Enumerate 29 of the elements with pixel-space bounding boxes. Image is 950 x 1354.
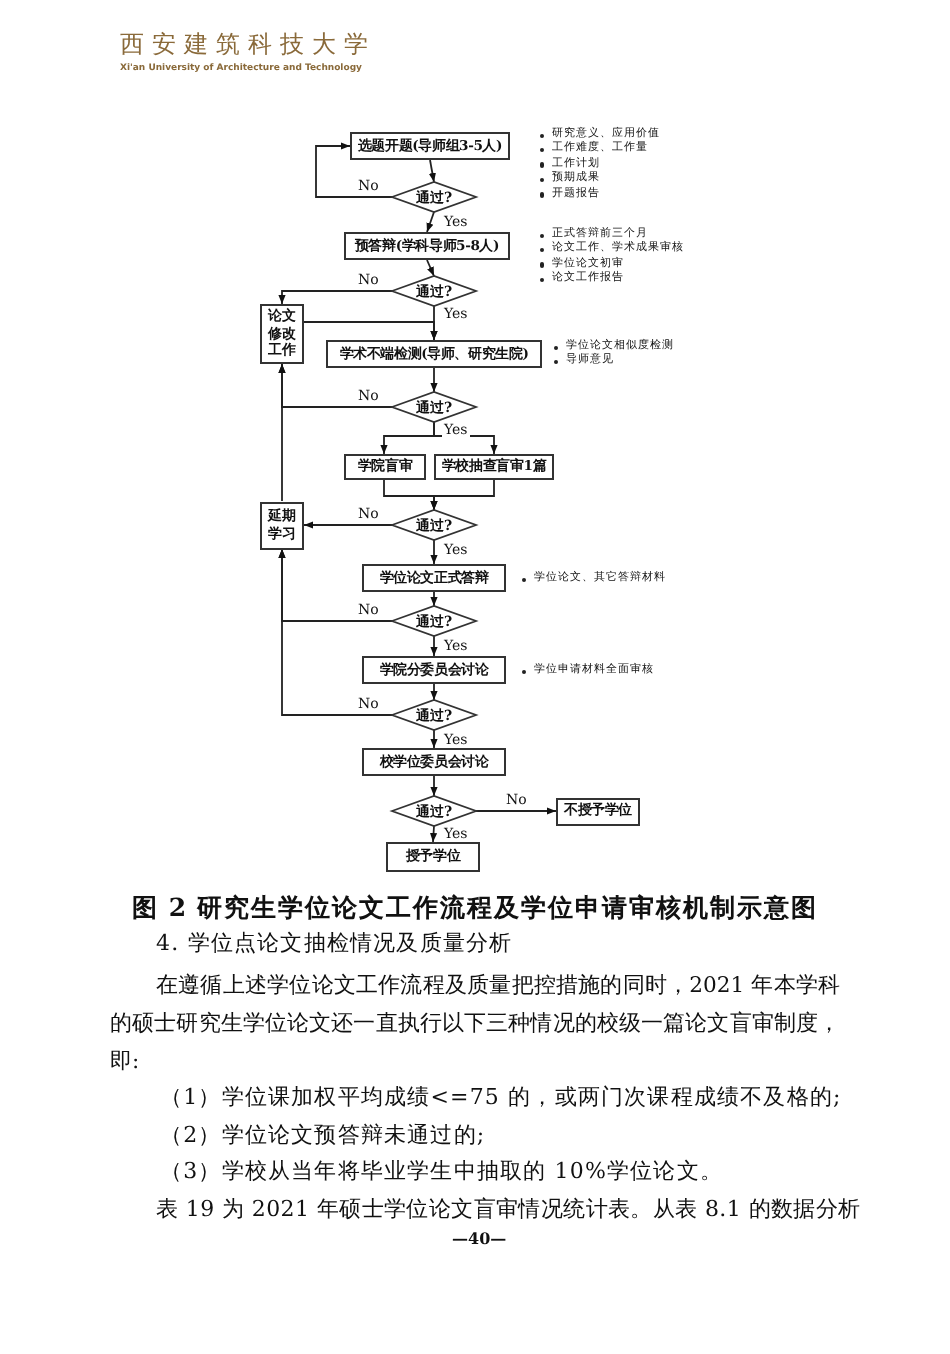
arrow [430, 539, 438, 565]
arrow [278, 290, 393, 305]
arrow [303, 521, 393, 529]
arrow [315, 142, 393, 198]
paragraph: 表 19 为 2021 年硕士学位论文盲审情况统计表。从表 8.1 的数据分析 [156, 1194, 861, 1224]
arrow [475, 807, 557, 815]
arrow [430, 635, 438, 657]
arrow [278, 548, 393, 716]
arrow [430, 729, 438, 749]
arrow [278, 363, 286, 502]
list-item: （3）学校从当年将毕业学生中抽取的 10%学位论文。 [160, 1156, 724, 1186]
arrow [428, 159, 436, 183]
arrow [303, 321, 438, 341]
arrow [429, 825, 438, 843]
university-name: 西安建筑科技大学 [120, 28, 376, 62]
arrow [430, 479, 495, 511]
arrow [430, 775, 438, 797]
arrow [433, 421, 498, 455]
arrow [430, 591, 438, 607]
list-item: （2）学位论文预答辩未通过的; [160, 1120, 486, 1150]
page-number: —40— [452, 1228, 507, 1248]
section-heading: 4. 学位点论文抽检情况及质量分析 [156, 928, 513, 958]
paragraph: 在遵循上述学位论文工作流程及质量把控措施的同时，2021 年本学科的硕士研究生学位论文还一直执行以下三种情况的校级一篇论文盲审制度，即: [110, 970, 840, 1078]
arrow [430, 683, 438, 701]
list-item: （1）学位课加权平均成绩<=75 的，或两门次课程成绩不及格的; [160, 1082, 842, 1112]
arrow [426, 259, 435, 277]
arrow [430, 367, 438, 393]
figure-caption: 图 2 研究生学位论文工作流程及学位申请审核机制示意图 [130, 892, 820, 926]
arrow [426, 211, 435, 233]
